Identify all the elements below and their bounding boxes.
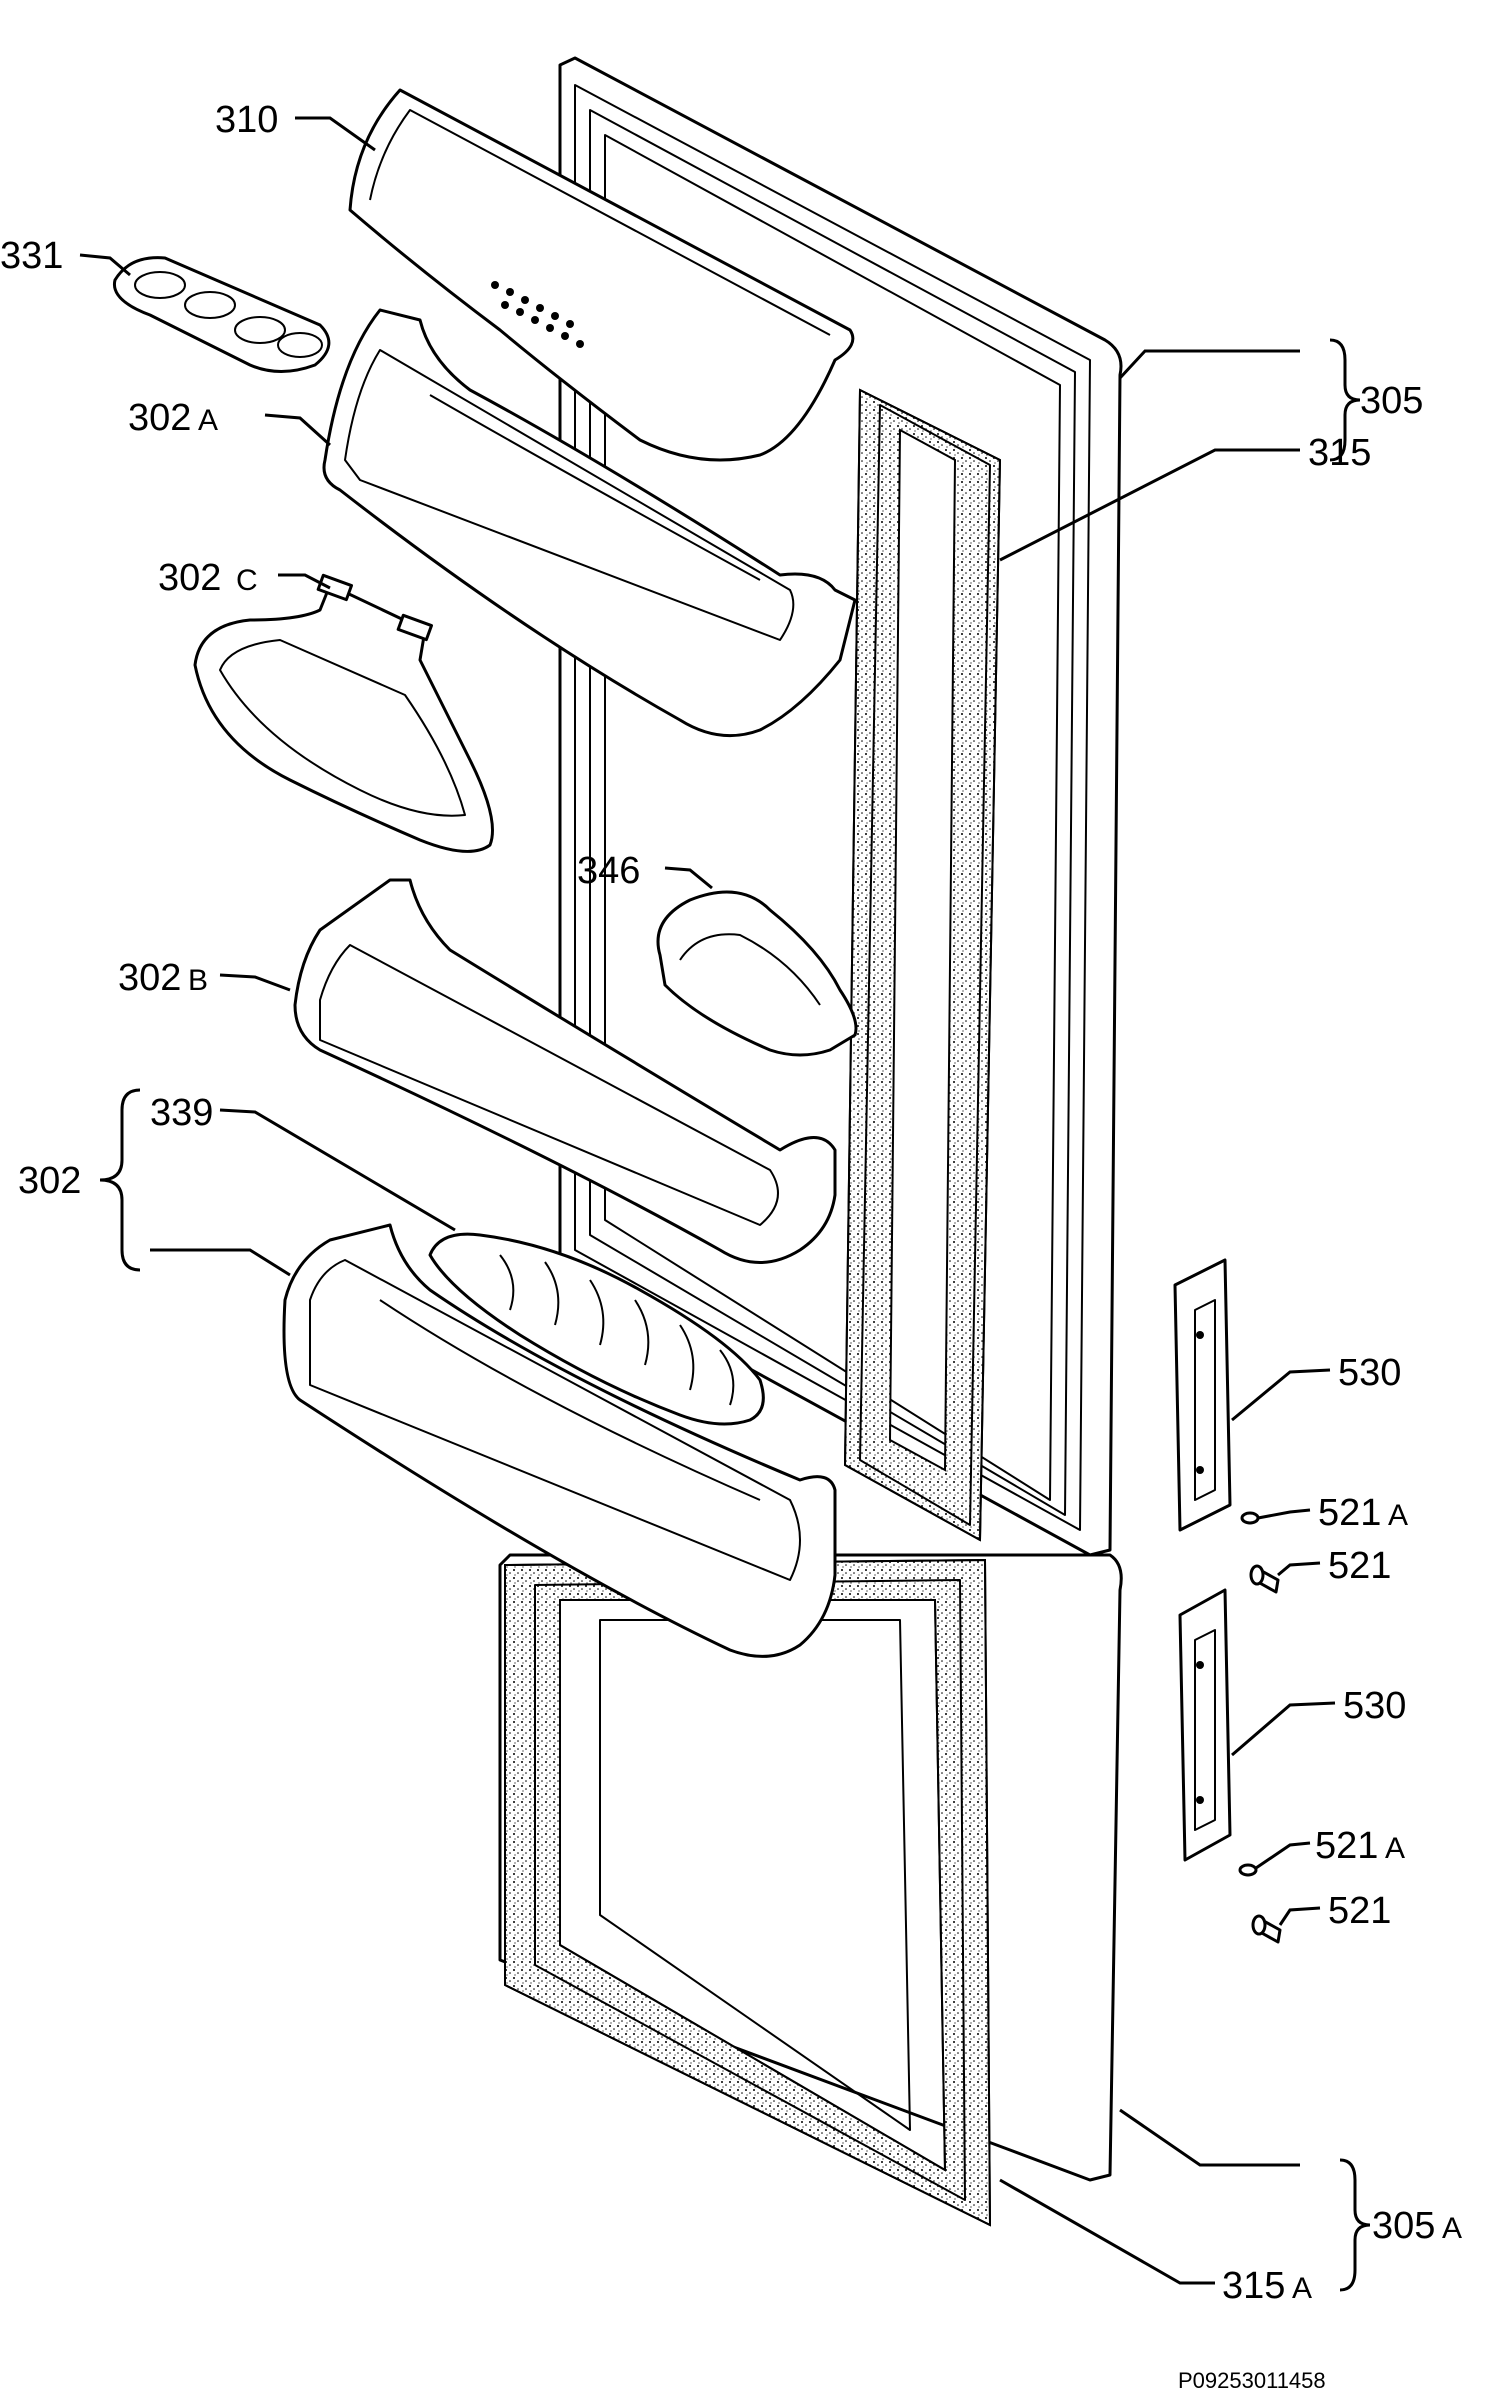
brace-305a xyxy=(1339,2158,1371,2292)
bottle-guard xyxy=(428,1232,765,1426)
label-530-bottom: 530 xyxy=(1343,1685,1406,1727)
label-302b: 302 xyxy=(118,957,181,999)
label-302a-suffix: A xyxy=(198,404,218,437)
door-shelf-302a xyxy=(322,308,857,738)
reference-code: P09253011458 xyxy=(1178,2368,1326,2393)
label-521-bottom: 521 xyxy=(1328,1890,1391,1932)
egg-tray xyxy=(112,256,331,373)
door-handle-lower xyxy=(1178,1588,1232,1862)
washer-lower xyxy=(1238,1863,1258,1877)
label-302c: 302 xyxy=(158,557,221,599)
label-315a-suffix: A xyxy=(1292,2272,1312,2305)
label-310: 310 xyxy=(215,99,278,141)
label-302a: 302 xyxy=(128,397,191,439)
label-521-top: 521 xyxy=(1328,1545,1391,1587)
door-handle-upper xyxy=(1173,1258,1232,1532)
label-521a-bottom-suffix: A xyxy=(1385,1832,1405,1865)
door-shelf-302c xyxy=(193,573,494,853)
lower-door-panel xyxy=(498,1553,1123,2182)
brace-302 xyxy=(99,1088,141,1272)
butter-dish xyxy=(656,890,858,1057)
label-530-top: 530 xyxy=(1338,1352,1401,1394)
label-302b-suffix: B xyxy=(188,964,208,997)
label-315: 315 xyxy=(1308,432,1371,474)
label-339: 339 xyxy=(150,1092,213,1134)
label-302: 302 xyxy=(18,1160,81,1202)
label-305: 305 xyxy=(1360,380,1423,422)
upper-door-gasket xyxy=(843,388,1002,1542)
screw-upper xyxy=(1249,1564,1280,1594)
label-305a: 305 xyxy=(1372,2205,1435,2247)
lower-door-gasket xyxy=(504,1558,992,2227)
dairy-compartment-flap xyxy=(348,88,855,462)
screw-lower xyxy=(1251,1914,1282,1944)
leader-lines xyxy=(79,116,1336,2285)
label-346: 346 xyxy=(577,850,640,892)
label-302c-suffix: C xyxy=(236,564,258,597)
label-305a-suffix: A xyxy=(1442,2212,1462,2245)
washer-upper xyxy=(1240,1511,1260,1525)
brace-305 xyxy=(1329,338,1361,462)
label-331: 331 xyxy=(0,235,63,277)
door-shelf-302b xyxy=(293,878,837,1264)
label-521a-top-suffix: A xyxy=(1388,1499,1408,1532)
label-521a-bottom: 521 xyxy=(1315,1825,1378,1867)
label-521a-top: 521 xyxy=(1318,1492,1381,1534)
door-shelf-302 xyxy=(282,1223,837,1658)
vent-holes xyxy=(491,281,584,348)
label-315a: 315 xyxy=(1222,2265,1285,2307)
